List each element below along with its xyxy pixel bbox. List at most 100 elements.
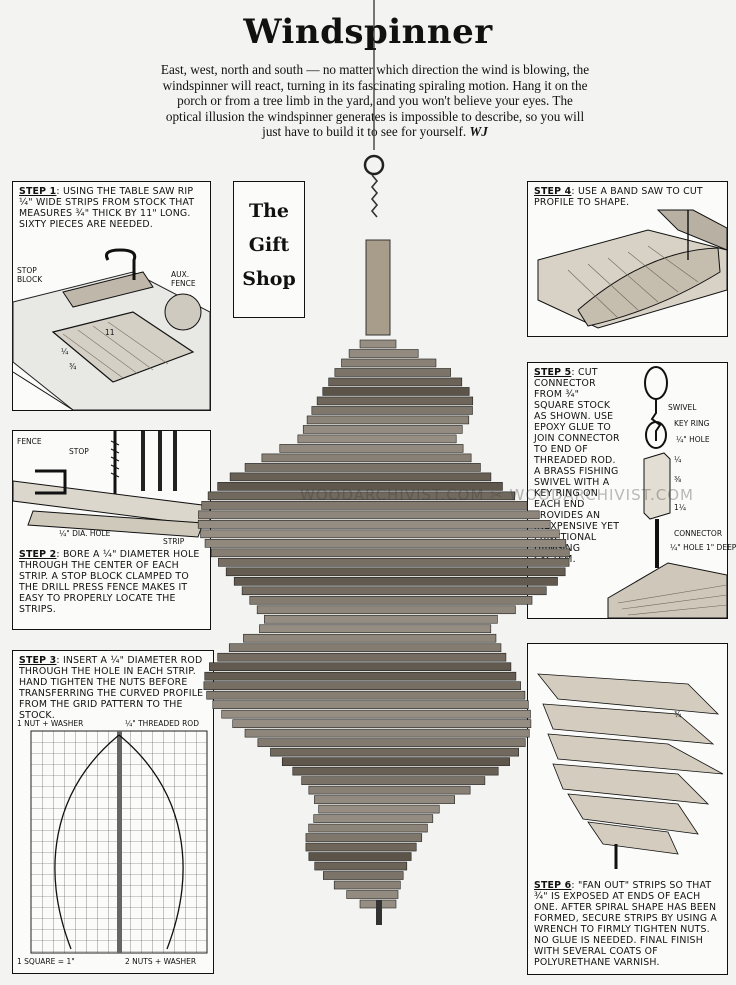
- spinner-strip: [206, 690, 526, 700]
- step-6-text: Step 6: "Fan out" strips so that ¾" is e…: [534, 880, 722, 968]
- table-saw-illustration: [12, 248, 211, 411]
- spinner-strip: [297, 434, 457, 444]
- spinner-strip: [348, 349, 419, 358]
- step-6-panel: ¾ Step 6: "Fan out" strips so that ¾" is…: [527, 643, 728, 975]
- dim-11: 11: [105, 328, 115, 337]
- spinner-strip: [204, 671, 517, 681]
- spinner-strip: [270, 747, 519, 757]
- spinner-strip: [244, 728, 530, 738]
- dim-three-quarter: ¾: [69, 362, 77, 371]
- spinner-strip: [314, 795, 455, 804]
- label-hole: ¼" Dia. Hole: [59, 529, 111, 538]
- spinner-strip: [229, 472, 492, 482]
- badge-line-3: Shop: [242, 268, 296, 290]
- spinner-strip: [308, 852, 412, 861]
- label-aux-fence: Aux. Fence: [171, 270, 196, 288]
- step-6-body: : "Fan out" strips so that ¾" is exposed…: [534, 880, 717, 968]
- step-5-heading: Step 5: [534, 367, 572, 378]
- dim-exposed: ¾: [674, 710, 682, 719]
- spinner-strip: [359, 339, 397, 349]
- spinner-strip: [308, 823, 428, 833]
- spinner-strip: [233, 576, 558, 586]
- label-key-ring: Key Ring: [674, 419, 710, 428]
- label-quarter-hole: ¼" Hole: [676, 435, 710, 444]
- step-4-text: Step 4: Use a band saw to cut profile to…: [534, 186, 722, 208]
- badge-line-2: Gift: [248, 234, 290, 256]
- spinner-strip: [264, 614, 498, 624]
- spinner-strip: [333, 880, 401, 890]
- spinner-strip: [302, 425, 463, 434]
- spinner-strip: [292, 766, 499, 776]
- spinner-strip: [311, 406, 473, 415]
- intro-paragraph: East, west, north and south — no matter …: [160, 62, 590, 140]
- label-deep-hole: ¼" Hole 1" Deep: [670, 543, 736, 552]
- step-4-panel: Step 4: Use a band saw to cut profile to…: [527, 181, 728, 337]
- spinner-strip: [305, 842, 417, 852]
- spinner-strip: [314, 861, 408, 871]
- step-2-text: Step 2: Bore a ¼" diameter hole through …: [19, 549, 204, 615]
- spinner-strip: [232, 719, 532, 728]
- step-1-panel: Step 1: Using the table saw rip ¼" wide …: [12, 181, 211, 411]
- spinner-strip: [305, 833, 423, 842]
- intro-text: East, west, north and south — no matter …: [160, 62, 590, 139]
- author-signature: WJ: [469, 124, 488, 139]
- label-strip: Strip: [163, 537, 185, 546]
- step-4-body: : Use a band saw to cut profile to shape…: [534, 186, 703, 208]
- spinner-strip: [301, 776, 486, 785]
- spinner-strip: [261, 453, 472, 463]
- spinner-strip: [313, 814, 434, 823]
- spinner-strip: [281, 757, 510, 766]
- spinner-strip: [204, 539, 567, 548]
- spinner-strip: [256, 605, 516, 615]
- spinner-strip: [228, 643, 502, 653]
- hanging-chain: [363, 0, 385, 218]
- label-square: 1 Square = 1": [17, 957, 75, 966]
- label-fence: Fence: [17, 437, 42, 446]
- spinner-strip: [328, 377, 463, 387]
- spinner-strip: [209, 662, 512, 672]
- spinner-strip: [316, 396, 474, 406]
- spinner-strip: [210, 548, 570, 558]
- watermark-text-1: WOODARCHIVIST.COM: [300, 486, 485, 504]
- step-3-heading: Step 3: [19, 655, 57, 666]
- spinner-strip: [212, 700, 529, 709]
- spinner-strip: [201, 501, 528, 510]
- spinner-strip: [323, 871, 404, 880]
- grid-pattern: [30, 730, 208, 954]
- step-2-body: : Bore a ¼" diameter hole through the ce…: [19, 549, 200, 615]
- spinner-strip: [249, 595, 533, 605]
- label-stop-block: Stop Block: [17, 266, 43, 284]
- step-1-heading: Step 1: [19, 186, 57, 197]
- dim-quarter: ¼: [61, 347, 69, 356]
- label-swivel: Swivel: [668, 403, 697, 412]
- spinner-strip: [318, 804, 440, 814]
- spinner-strip: [259, 624, 492, 634]
- dim-d2: ⅜: [674, 475, 682, 484]
- label-threaded-rod: ¼" Threaded Rod: [125, 719, 199, 728]
- step-4-heading: Step 4: [534, 186, 572, 197]
- spinner-strip: [308, 785, 471, 795]
- drill-press-illustration: [12, 431, 211, 538]
- dim-d1: ¼: [674, 455, 682, 464]
- spinner-strip: [207, 491, 516, 501]
- label-connector: Connector: [674, 529, 723, 538]
- band-saw-illustration: [537, 209, 728, 329]
- spinner-strip: [225, 567, 566, 577]
- connector-illustration: [607, 366, 728, 619]
- label-nut-bottom: 2 Nuts + Washer: [125, 957, 197, 966]
- spiral-assembly-illustration: [537, 673, 724, 869]
- spinner-strip: [218, 558, 570, 567]
- spinner-strip: [279, 444, 464, 453]
- step-1-body: : Using the table saw rip ¼" wide strips…: [19, 186, 195, 230]
- spinner-strip: [346, 890, 399, 899]
- spinner-strip: [198, 510, 540, 520]
- spinner-strip: [334, 368, 451, 377]
- step-2-panel: Fence Stop ¼" Dia. Hole Strip Step 2: Bo…: [12, 430, 211, 630]
- spinner-strip: [203, 681, 521, 690]
- spinner-strip: [244, 463, 481, 472]
- spinner-strips: [197, 339, 570, 909]
- step-1-text: Step 1: Using the table saw rip ¼" wide …: [19, 186, 204, 230]
- gift-shop-badge: The Gift Shop: [233, 181, 305, 318]
- label-nut-top: 1 Nut + Washer: [17, 719, 84, 728]
- dim-d3: 1¼: [674, 503, 687, 512]
